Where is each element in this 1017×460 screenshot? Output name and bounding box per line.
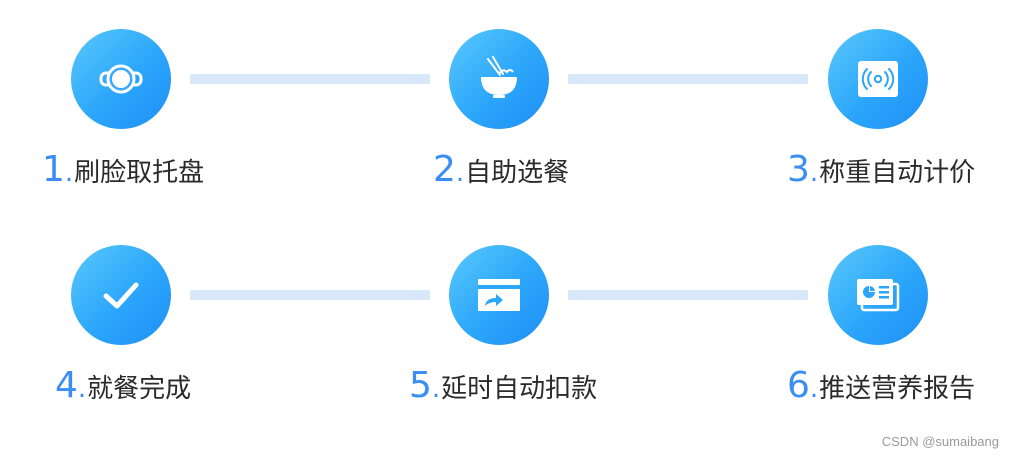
step-5-number: 5	[409, 365, 432, 406]
check-icon	[103, 282, 139, 309]
tray-icon	[99, 64, 143, 94]
step-2-text: 自助选餐	[465, 158, 570, 188]
step-4-label: 4 . 就餐完成	[55, 368, 191, 404]
step-6-label: 6 . 推送营养报告	[787, 368, 975, 404]
bowl-icon	[481, 56, 517, 98]
step-3-text: 称重自动计价	[819, 158, 976, 188]
connector-2-3	[568, 74, 808, 84]
step-5-text: 延时自动扣款	[441, 374, 598, 404]
step-2-dot: .	[455, 158, 465, 188]
step-4-dot: .	[77, 374, 87, 404]
step-1-number: 1	[42, 149, 65, 190]
step-5-label: 5 . 延时自动扣款	[409, 368, 597, 404]
step-2-circle	[449, 29, 549, 129]
step-1-dot: .	[64, 158, 74, 188]
step-3-label: 3 . 称重自动计价	[787, 152, 975, 188]
step-5-circle	[449, 245, 549, 345]
step-3-dot: .	[809, 158, 819, 188]
step-6-number: 6	[787, 365, 810, 406]
step-6-text: 推送营养报告	[819, 374, 976, 404]
step-2-label: 2 . 自助选餐	[433, 152, 569, 188]
step-2-number: 2	[433, 149, 456, 190]
step-6-dot: .	[809, 374, 819, 404]
scale-icon	[858, 61, 898, 97]
step-4-text: 就餐完成	[87, 374, 192, 404]
step-3-circle	[828, 29, 928, 129]
step-4-circle	[71, 245, 171, 345]
step-5-dot: .	[431, 374, 441, 404]
step-1-circle	[71, 29, 171, 129]
step-1-label: 1 . 刷脸取托盘	[42, 152, 204, 188]
watermark: CSDN @sumaibang	[881, 434, 999, 449]
report-icon	[857, 279, 900, 312]
connector-1-2	[190, 74, 430, 84]
connector-4-5	[190, 290, 430, 300]
step-3-number: 3	[787, 149, 810, 190]
card-icon	[478, 279, 520, 311]
step-1-text: 刷脸取托盘	[74, 158, 205, 188]
connector-5-6	[568, 290, 808, 300]
step-4-number: 4	[55, 365, 78, 406]
step-6-circle	[828, 245, 928, 345]
